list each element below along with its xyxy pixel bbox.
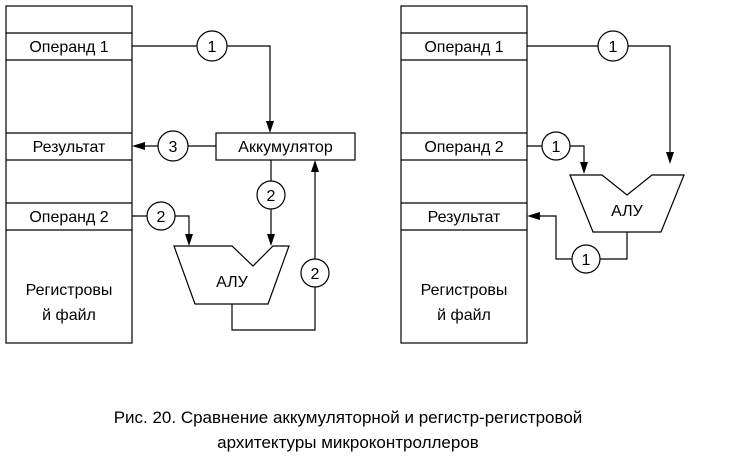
flow-op1-to-acc — [132, 45, 271, 122]
step-number: 1 — [208, 39, 217, 56]
right-operand1-register: Операнд 1 — [424, 39, 503, 56]
right-file-label-line2: й файл — [437, 307, 491, 324]
step-number: 3 — [169, 139, 178, 156]
step-marker — [256, 180, 286, 210]
step-marker — [157, 130, 189, 162]
step-number: 1 — [609, 39, 618, 56]
right-register-file — [400, 5, 528, 344]
arrow-head — [580, 162, 588, 174]
step-number: 1 — [582, 252, 591, 269]
flow-alu-to-result — [540, 215, 628, 260]
flow-op2-to-alu — [527, 145, 585, 162]
step-marker — [597, 30, 629, 62]
accumulator-architecture: Операнд 1 Результат Операнд 2 Регистровы… — [5, 5, 356, 344]
flow-op1-to-alu — [527, 45, 671, 152]
step-number: 2 — [311, 266, 320, 283]
left-alu — [173, 245, 290, 305]
step-marker — [571, 244, 601, 274]
right-alu-label: АЛУ — [611, 203, 644, 220]
left-register-file — [5, 5, 133, 344]
right-file-label-line1: Регистровы — [421, 282, 508, 299]
arrow-head — [666, 152, 674, 164]
left-file-label-line2: й файл — [42, 307, 96, 324]
left-file-label-line1: Регистровы — [26, 282, 113, 299]
flow-alu-to-acc — [231, 172, 316, 331]
left-alu-label: АЛУ — [216, 274, 249, 291]
arrow-head — [266, 121, 274, 133]
arrow-head — [185, 234, 193, 246]
left-operand2-register: Операнд 2 — [29, 209, 108, 226]
step-marker — [300, 258, 330, 288]
arrow-head — [132, 142, 145, 150]
accumulator-label: Аккумулятор — [238, 139, 333, 156]
register-register-architecture: Операнд 1 Операнд 2 Результат Регистровы… — [400, 5, 685, 344]
step-number: 2 — [267, 188, 276, 205]
right-operand2-register: Операнд 2 — [424, 139, 503, 156]
arrow-head — [267, 234, 275, 246]
arrow-head — [527, 212, 540, 220]
step-marker — [541, 131, 571, 161]
right-result-register: Результат — [428, 209, 501, 226]
right-alu — [569, 174, 685, 233]
step-number: 2 — [157, 209, 166, 226]
step-number: 1 — [552, 139, 561, 156]
left-operand1-register: Операнд 1 — [29, 39, 108, 56]
flow-op2-to-alu — [132, 215, 190, 234]
step-marker — [146, 201, 176, 231]
arrow-head — [311, 160, 319, 172]
left-result-register: Результат — [33, 139, 106, 156]
step-marker — [196, 30, 228, 62]
caption-line2: архитектуры микроконтроллеров — [217, 433, 479, 452]
caption-line1: Рис. 20. Сравнение аккумуляторной и реги… — [114, 408, 583, 427]
